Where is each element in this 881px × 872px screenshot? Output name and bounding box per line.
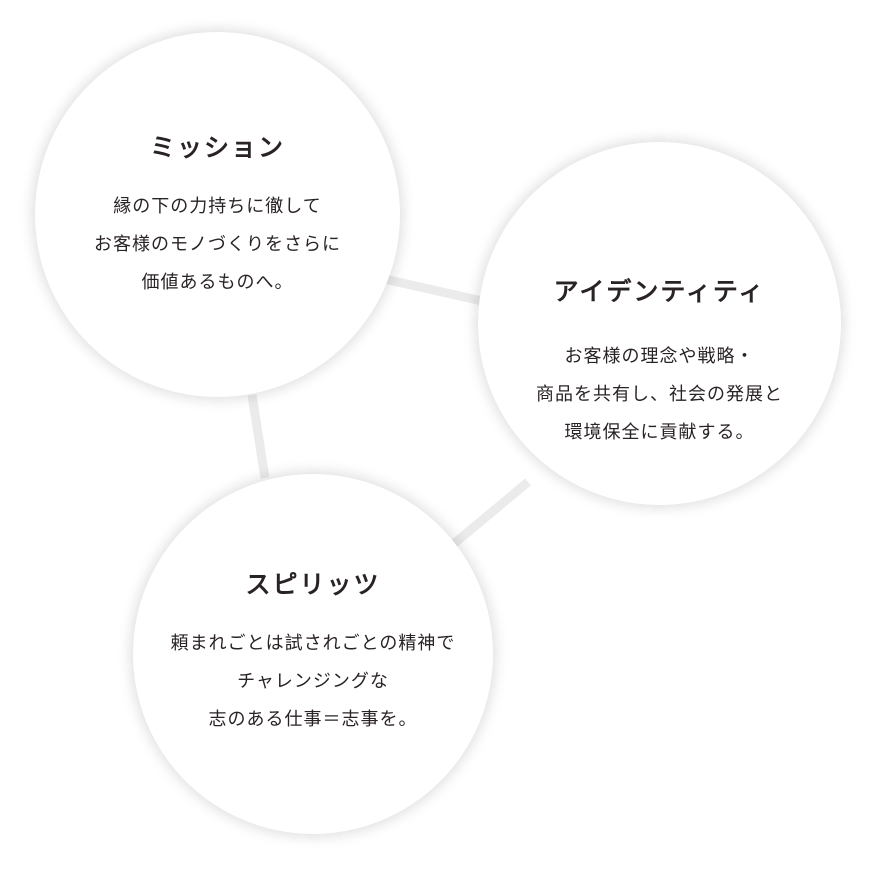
spirits-line: 頼まれごとは試されごとの精神で — [170, 633, 456, 654]
spirits-line: 志のある仕事＝志事を。 — [208, 709, 418, 730]
mission-title: ミッション — [149, 133, 285, 162]
spirits-circle: スピリッツ 頼まれごとは試されごとの精神で チャレンジングな 志のある仕事＝志事… — [133, 474, 493, 834]
mission-circle: ミッション 縁の下の力持ちに徹して お客様のモノづくりをさらに 価値あるものへ。 — [35, 32, 400, 397]
connector-identity-spirits — [447, 478, 531, 551]
mission-line: お客様のモノづくりをさらに — [94, 234, 341, 255]
identity-line: 商品を共有し、社会の発展と — [536, 384, 783, 405]
mission-line: 縁の下の力持ちに徹して — [113, 196, 322, 217]
spirits-title: スピリッツ — [245, 570, 381, 599]
identity-description: お客様の理念や戦略・ 商品を共有し、社会の発展と 環境保全に貢献する。 — [536, 338, 783, 452]
mission-description: 縁の下の力持ちに徹して お客様のモノづくりをさらに 価値あるものへ。 — [94, 188, 341, 302]
identity-line: お客様の理念や戦略・ — [564, 346, 755, 367]
identity-title: アイデンティティ — [553, 277, 766, 306]
connector-mission-spirits — [247, 394, 270, 479]
identity-circle: アイデンティティ お客様の理念や戦略・ 商品を共有し、社会の発展と 環境保全に貢… — [478, 142, 841, 505]
spirits-description: 頼まれごとは試されごとの精神で チャレンジングな 志のある仕事＝志事を。 — [171, 625, 456, 739]
mission-line: 価値あるものへ。 — [141, 272, 294, 293]
spirits-line: チャレンジングな — [237, 671, 389, 692]
identity-line: 環境保全に貢献する。 — [564, 422, 755, 443]
